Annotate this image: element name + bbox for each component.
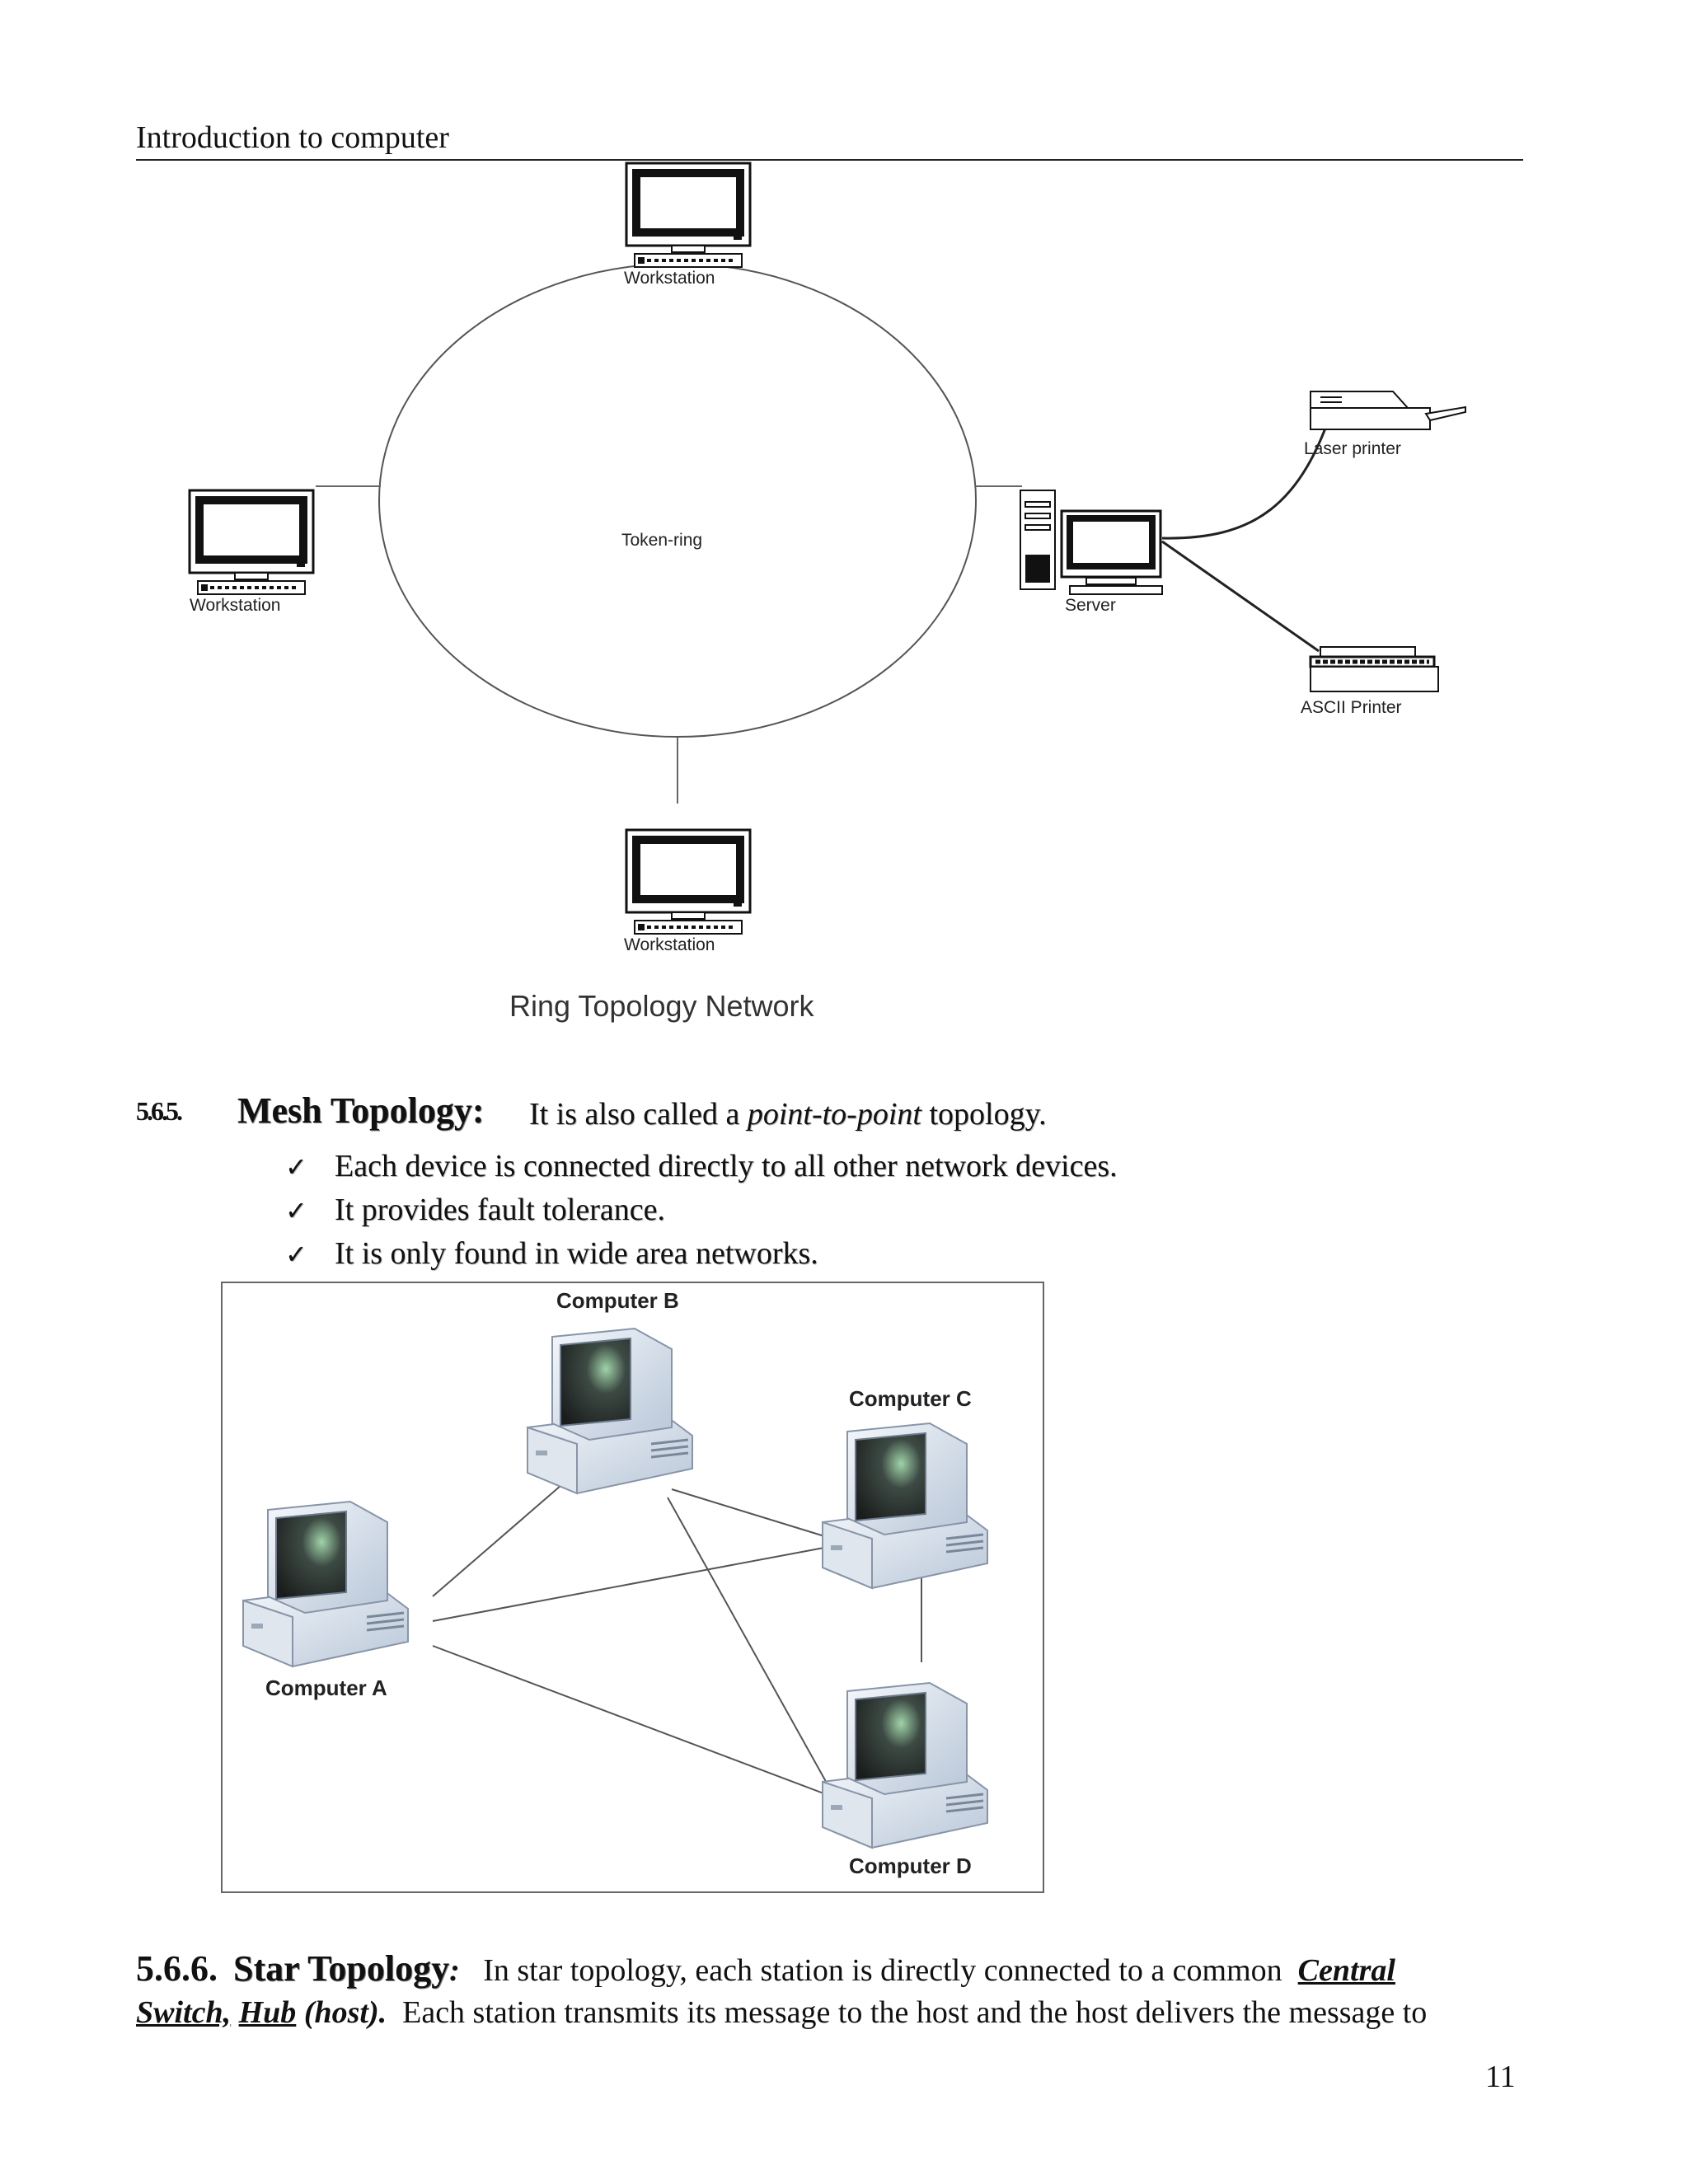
- link-a-c: [432, 1546, 829, 1622]
- workstation-bottom: [626, 830, 750, 934]
- token-ring-label: Token-ring: [621, 531, 703, 550]
- star-section-title: Star Topology: [233, 1948, 450, 1989]
- laser-printer-icon: [1310, 391, 1466, 430]
- token-ring: [378, 263, 977, 738]
- mesh-bullet-1: ✓Each device is connected directly to al…: [285, 1149, 1118, 1183]
- switch-term: Switch,: [136, 1995, 232, 2030]
- computer-d-label: Computer D: [849, 1854, 972, 1878]
- link-b-d: [667, 1497, 829, 1787]
- star-section-number: 5.6.6.: [136, 1948, 218, 1989]
- ascii-printer-icon: [1309, 646, 1439, 692]
- header-rule: [136, 159, 1523, 161]
- mesh-bullet-2: ✓It provides fault tolerance.: [285, 1193, 665, 1227]
- computer-a-label: Computer A: [265, 1675, 387, 1700]
- central-term: Central: [1297, 1953, 1395, 1988]
- computer-d-icon: [821, 1681, 989, 1849]
- computer-a-icon: [241, 1500, 410, 1668]
- laser-printer-label: Laser printer: [1304, 439, 1401, 458]
- computer-c-icon: [821, 1422, 989, 1590]
- mesh-section-title: Mesh Topology:: [237, 1090, 485, 1131]
- star-paragraph-line-2: Switch, Hub (host). Each station transmi…: [136, 1995, 1428, 2030]
- server-label: Server: [1065, 596, 1116, 615]
- mesh-section-number: 5.6.5.: [136, 1096, 183, 1126]
- ring-topology-diagram: [165, 161, 1466, 985]
- mesh-bullet-3: ✓It is only found in wide area networks.: [285, 1236, 818, 1271]
- server-icon: [1020, 490, 1163, 595]
- check-icon: ✓: [285, 1195, 307, 1226]
- workstation-top: [626, 163, 750, 267]
- ascii-printer-label: ASCII Printer: [1301, 698, 1402, 717]
- ring-topology-caption: Ring Topology Network: [509, 989, 814, 1023]
- link-b-c: [671, 1488, 833, 1540]
- computer-c-label: Computer C: [849, 1386, 972, 1411]
- workstation-left-label: Workstation: [190, 596, 281, 615]
- workstation-left: [190, 490, 313, 594]
- star-paragraph-line-1: 5.6.6. Star Topology: In star topology, …: [136, 1948, 1395, 1989]
- hub-term: Hub: [238, 1995, 297, 2030]
- page-number: 11: [1485, 2060, 1516, 2094]
- computer-b-icon: [526, 1327, 694, 1495]
- link-a-d: [432, 1645, 837, 1799]
- point-to-point-term: point-to-point: [747, 1097, 921, 1132]
- computer-b-label: Computer B: [556, 1288, 679, 1313]
- workstation-top-label: Workstation: [624, 269, 715, 288]
- workstation-bottom-label: Workstation: [624, 935, 715, 954]
- check-icon: ✓: [285, 1151, 307, 1183]
- check-icon: ✓: [285, 1239, 307, 1270]
- page-header: Introduction to computer: [136, 120, 449, 155]
- mesh-section-intro: It is also called a point-to-point topol…: [529, 1097, 1047, 1132]
- mesh-topology-diagram: Computer B Computer C Computer A Compute…: [221, 1282, 1044, 1893]
